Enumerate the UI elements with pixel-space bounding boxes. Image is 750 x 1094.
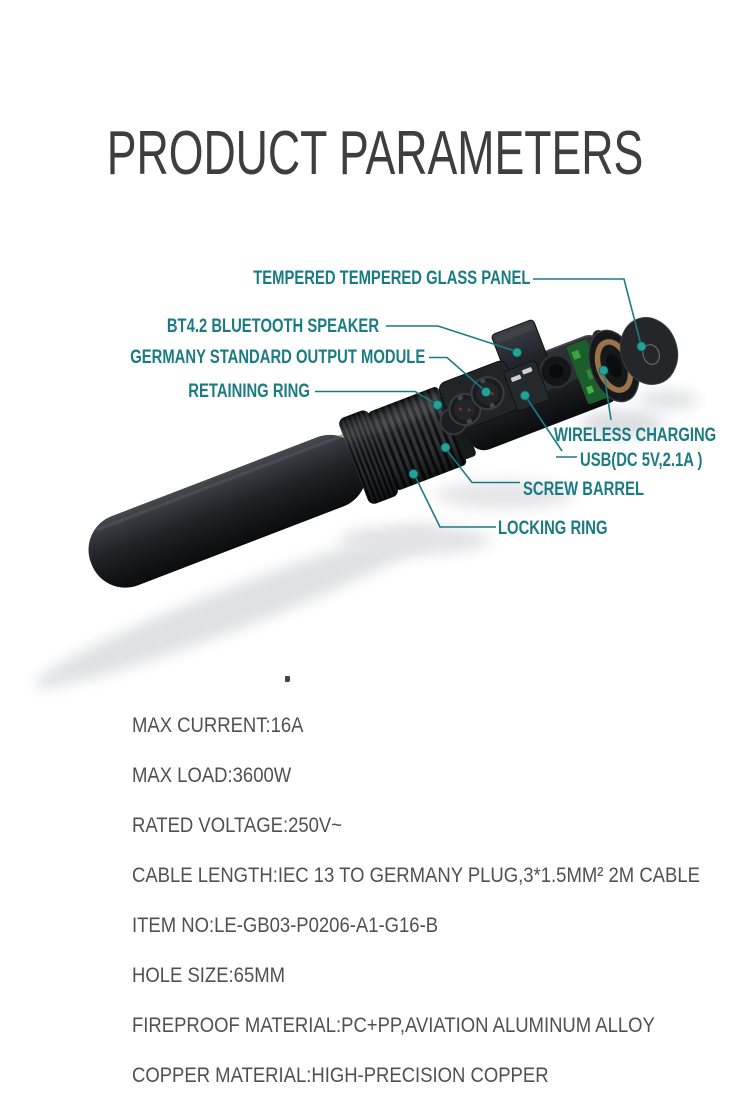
callout-label-bluetooth-speaker: BT4.2 BLUETOOTH SPEAKER xyxy=(166,316,379,337)
callout-dots xyxy=(408,341,647,479)
spec-item-hole-size: HOLE SIZE:65MM xyxy=(132,964,286,987)
callout-line-output-module xyxy=(429,356,485,391)
callout-label-output-module: GERMANY STANDARD OUTPUT MODULE xyxy=(129,347,425,368)
callout-dot-screw xyxy=(440,442,451,453)
spec-item-fireproof: FIREPROOF MATERIAL:PC+PP,AVIATION ALUMIN… xyxy=(132,1014,655,1037)
stray-mark xyxy=(285,676,290,682)
tube xyxy=(88,432,367,588)
callout-line-retaining xyxy=(315,390,437,405)
locking-ring-part xyxy=(339,410,398,504)
callout-dot-usb xyxy=(520,390,530,401)
callout-label-wireless-charging: WIRELESS CHARGING xyxy=(554,425,717,446)
socket-outlet xyxy=(448,392,482,426)
callout-line-glass-panel xyxy=(533,278,642,346)
spec-item-item-no: ITEM NO:LE-GB03-P0206-A1-G16-B xyxy=(132,914,439,937)
callout-label-retaining-ring: RETAINING RING xyxy=(188,381,310,402)
callout-line-screw xyxy=(445,448,520,484)
spec-item-max-current: MAX CURRENT:16A xyxy=(132,714,304,737)
callout-line-locking xyxy=(414,475,496,528)
callout-line-usb xyxy=(525,396,563,452)
spec-list: MAX CURRENT:16A MAX LOAD:3600W RATED VOL… xyxy=(132,701,742,1094)
spec-item-cable-length: CABLE LENGTH:IEC 13 TO GERMANY PLUG,3*1.… xyxy=(132,864,700,887)
product-shadow xyxy=(34,390,698,688)
product-body xyxy=(88,319,628,588)
callout-line-speaker xyxy=(386,325,516,352)
callout-label-glass-panel: TEMPERED TEMPERED GLASS PANEL xyxy=(252,268,530,289)
socket-module xyxy=(438,360,522,436)
callout-dot-retaining xyxy=(432,400,443,410)
speaker-cone xyxy=(538,353,574,389)
callout-lines xyxy=(315,278,642,528)
usb-module xyxy=(503,360,550,412)
callout-dot-output-module xyxy=(481,387,491,397)
spec-item-max-load: MAX LOAD:3600W xyxy=(132,764,292,787)
spec-item-rated-voltage: RATED VOLTAGE:250V~ xyxy=(132,814,343,837)
callout-label-locking-ring: LOCKING RING xyxy=(498,518,608,539)
callout-label-usb: USB(DC 5V,2.1A ) xyxy=(580,450,703,471)
spec-item-copper-material: COPPER MATERIAL:HIGH-PRECISION COPPER xyxy=(132,1064,549,1087)
callout-label-screw-barrel: SCREW BARREL xyxy=(523,479,645,500)
callout-dot-speaker xyxy=(512,347,522,358)
callout-dot-locking xyxy=(408,469,419,479)
glass-panel-disc xyxy=(619,317,679,385)
callout-dot-glass-panel xyxy=(636,341,647,352)
screw-barrel-part xyxy=(368,387,467,490)
page-title: PRODUCT PARAMETERS xyxy=(106,119,644,188)
callout-dot-wireless xyxy=(598,365,609,376)
callout-line-wireless xyxy=(603,372,612,421)
